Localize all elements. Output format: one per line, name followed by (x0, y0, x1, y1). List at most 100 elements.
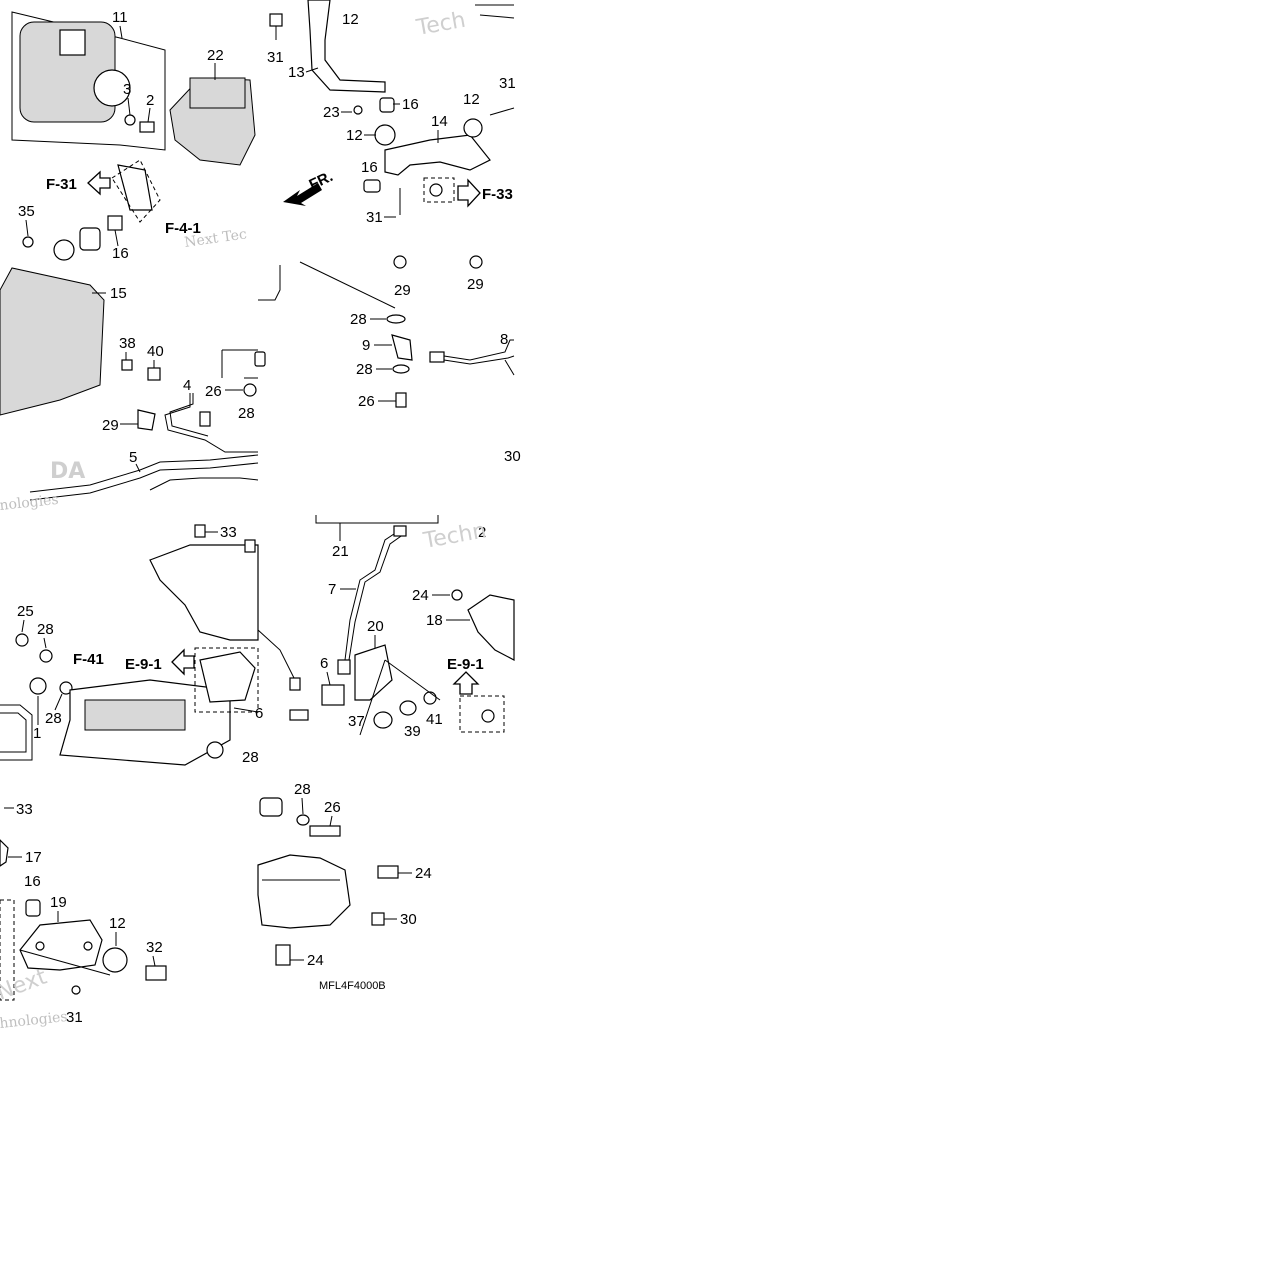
panel-motor-assembly (11, 11, 256, 261)
ref-label-fr: FR. (307, 168, 336, 194)
callout-30: 30 (504, 448, 521, 465)
panel-bracket-labels: 31 12 13 16 23 12 14 12 31 16 31 (267, 11, 516, 226)
callout-12: 12 (109, 915, 126, 932)
callout-18: 18 (426, 612, 443, 629)
callout-3: 3 (123, 81, 131, 98)
arrow-left-icon (171, 648, 195, 676)
ref-f33: F-33 (457, 178, 513, 208)
panel-lower-cover-labels: 28 26 24 30 24 (290, 781, 432, 969)
watermark-nologies: nologies (0, 492, 59, 514)
callout-6: 6 (320, 655, 328, 672)
callout-37: 37 (348, 713, 365, 730)
callout-17: 17 (25, 849, 42, 866)
ref-label-e91-left: E-9-1 (125, 656, 162, 673)
callout-28: 28 (37, 621, 54, 638)
callout-20: 20 (367, 618, 384, 635)
arrow-up-icon (452, 671, 480, 695)
ref-fr: FR. (283, 168, 336, 206)
callout-40: 40 (147, 343, 164, 360)
callout-28: 28 (356, 361, 373, 378)
callout-2: 2 (478, 524, 486, 541)
callout-12: 12 (342, 11, 359, 28)
panel-lower-cover (257, 797, 399, 966)
panel-pipe-labels: 29 29 28 9 8 28 26 30 (350, 276, 521, 465)
callout-28: 28 (294, 781, 311, 798)
panel-modulator (0, 524, 259, 766)
arrow-left-icon (87, 170, 111, 196)
callout-31: 31 (267, 49, 284, 66)
callout-32: 32 (146, 939, 163, 956)
callout-21: 21 (332, 543, 349, 560)
ref-label-f41-top: F-4-1 (165, 220, 201, 237)
callout-6: 6 (255, 705, 263, 722)
callout-9: 9 (362, 337, 370, 354)
watermark-tech: Tech (414, 8, 468, 41)
ref-e91-left: E-9-1 (125, 648, 195, 676)
panel-lower-bracket (0, 839, 167, 1001)
panel-cover-pipes: DA (0, 267, 266, 501)
ref-e91-right: E-9-1 (447, 656, 484, 695)
callout-31: 31 (499, 75, 516, 92)
panel-motor-assembly-labels: 11 22 3 2 35 16 (18, 9, 224, 262)
callout-8: 8 (500, 331, 508, 348)
callout-16: 16 (402, 96, 419, 113)
callout-26: 26 (205, 383, 222, 400)
callout-31: 31 (66, 1009, 83, 1026)
callout-29: 29 (467, 276, 484, 293)
callout-26: 26 (358, 393, 375, 410)
callout-12: 12 (346, 127, 363, 144)
panel-bracket (269, 0, 515, 215)
panel-lower-bracket-labels: 33 17 16 19 12 32 31 (4, 801, 163, 1026)
callout-24: 24 (415, 865, 432, 882)
front-direction-arrow-icon (283, 183, 322, 206)
watermark-techn: Techn (421, 518, 489, 554)
callout-28: 28 (238, 405, 255, 422)
callout-11: 11 (112, 9, 128, 26)
panel-cover-pipes-labels: 15 38 40 4 26 28 29 5 (92, 285, 255, 473)
ref-label-e91-right: E-9-1 (447, 656, 484, 673)
callout-25: 25 (17, 603, 34, 620)
callout-5: 5 (129, 449, 137, 466)
callout-23: 23 (323, 104, 340, 121)
callout-24: 24 (412, 587, 429, 604)
watermark-honda: DA (50, 459, 85, 484)
callout-4: 4 (183, 377, 191, 394)
panel-caliper-bracket-labels: 21 2 7 24 18 20 6 37 39 41 (320, 523, 486, 740)
callout-33: 33 (220, 524, 237, 541)
callout-41: 41 (426, 711, 443, 728)
panel-pipe (258, 255, 515, 408)
callout-15: 15 (110, 285, 127, 302)
callout-28: 28 (242, 749, 259, 766)
panel-caliper-bracket (257, 515, 515, 736)
callout-35: 35 (18, 203, 35, 220)
callout-39: 39 (404, 723, 421, 740)
ref-label-f41: F-41 (73, 651, 104, 668)
ref-f31: F-31 (46, 170, 111, 196)
callout-29: 29 (102, 417, 119, 434)
drawing-code: MFL4F4000B (319, 980, 386, 992)
callout-13: 13 (288, 64, 305, 81)
callout-28: 28 (350, 311, 367, 328)
callout-30: 30 (400, 911, 417, 928)
callout-1: 1 (33, 725, 41, 742)
watermark-hnologies: hnologies (0, 1009, 68, 1032)
callout-31: 31 (366, 209, 383, 226)
callout-7: 7 (328, 581, 336, 598)
watermark-next: Next (0, 964, 51, 1005)
callout-33: 33 (16, 801, 33, 818)
callout-12: 12 (463, 91, 480, 108)
ref-label-f33: F-33 (482, 186, 513, 203)
callout-22: 22 (207, 47, 224, 64)
ref-label-f31: F-31 (46, 176, 77, 193)
callout-38: 38 (119, 335, 136, 352)
callout-26: 26 (324, 799, 341, 816)
callout-28: 28 (45, 710, 62, 727)
callout-19: 19 (50, 894, 67, 911)
callout-29: 29 (394, 282, 411, 299)
arrow-right-icon (457, 178, 481, 208)
callout-16: 16 (24, 873, 41, 890)
callout-16: 16 (361, 159, 378, 176)
callout-2: 2 (146, 92, 154, 109)
callout-14: 14 (431, 113, 448, 130)
